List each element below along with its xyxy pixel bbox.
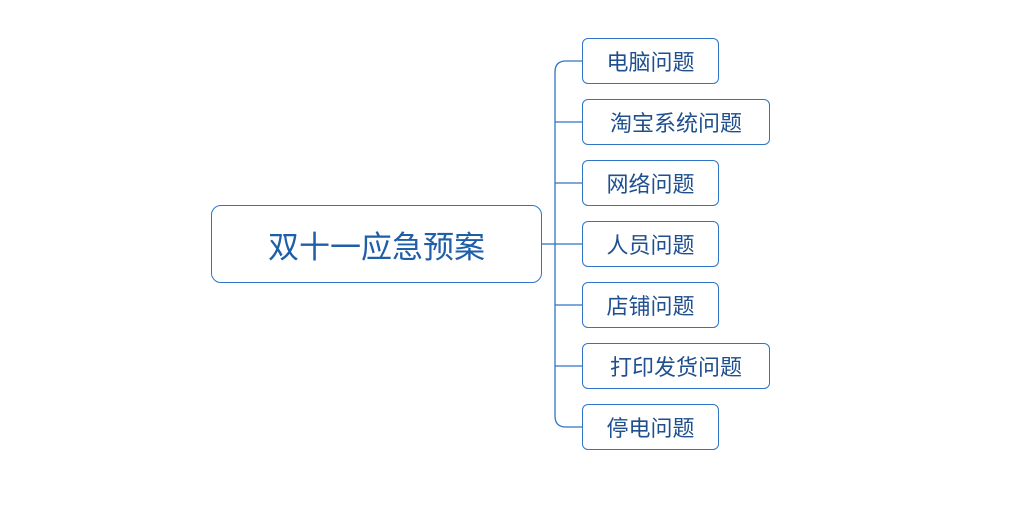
- branch-label: 网络问题: [606, 173, 695, 198]
- branch-node-network[interactable]: 网络问题: [582, 160, 719, 206]
- branch-node-taobao-system[interactable]: 淘宝系统问题: [582, 99, 770, 145]
- branch-node-computer[interactable]: 电脑问题: [582, 38, 719, 84]
- branch-node-power-outage[interactable]: 停电问题: [582, 404, 719, 450]
- branch-label: 停电问题: [606, 417, 695, 442]
- branch-label: 淘宝系统问题: [609, 112, 742, 137]
- branch-node-personnel[interactable]: 人员问题: [582, 221, 719, 267]
- root-label: 双十一应急预案: [268, 229, 485, 266]
- root-node[interactable]: 双十一应急预案: [211, 205, 542, 283]
- branch-label: 打印发货问题: [609, 356, 742, 381]
- branch-label: 电脑问题: [606, 51, 695, 76]
- branch-connector-1: [554, 60, 582, 244]
- branch-connector-7: [554, 244, 582, 428]
- branch-node-store[interactable]: 店铺问题: [582, 282, 719, 328]
- branch-label: 人员问题: [606, 234, 695, 259]
- branch-label: 店铺问题: [606, 295, 695, 320]
- branch-node-print-shipping[interactable]: 打印发货问题: [582, 343, 770, 389]
